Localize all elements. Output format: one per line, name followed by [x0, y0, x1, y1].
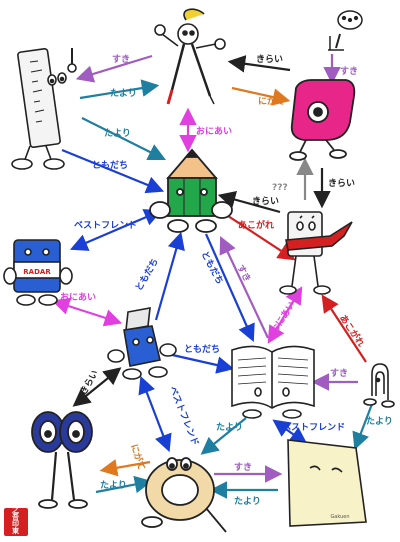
- label-akogare: あこがれ: [337, 312, 367, 349]
- arrow-ruler-pencil-tomodachi: [61, 148, 165, 194]
- arrow-cutter-tape-best: [138, 375, 172, 453]
- arrow-book-paper-best: [272, 419, 308, 445]
- cutter-character: [107, 307, 177, 380]
- paintbrush-character: [328, 10, 363, 51]
- label-tomodachi: ともだち: [184, 344, 220, 355]
- arrow-ruler-pencil-tayori: [81, 117, 166, 160]
- label-tomodachi: ともだち: [92, 160, 128, 171]
- label-tayori: たより: [110, 88, 137, 99]
- tape-character: [141, 457, 227, 533]
- stamp-text: 之吾印東: [11, 505, 21, 535]
- scissors-character: [31, 411, 93, 509]
- seal-stamp: 之吾印東: [4, 505, 28, 536]
- paper-character: Gakuen: [287, 439, 367, 527]
- label-oniai: おにあい: [60, 292, 96, 303]
- arrow-book-eraser-oniai: [267, 286, 303, 344]
- arrow-pencil-book-tomodachi: [204, 233, 255, 343]
- label-bestfriend: ベストフレンド: [167, 385, 201, 448]
- arrow-scissors-tape-tayori: [95, 475, 153, 494]
- label-tayori: たより: [100, 480, 127, 491]
- eraser-character: [279, 211, 353, 295]
- arrow-book-pencil-suki: [219, 236, 269, 339]
- arrow-pencil-eraser-akogare: [221, 211, 296, 261]
- eraser-brand-label: RADAR: [23, 268, 51, 276]
- arrow-ruler-compass-tayori: [79, 79, 160, 100]
- label-nigate: にがて: [128, 443, 148, 472]
- label-bestfriend: ベストフレンド: [282, 422, 345, 433]
- label-suki: すき: [340, 66, 358, 77]
- label-tayori: たより: [234, 496, 261, 507]
- label-tayori: たより: [104, 128, 131, 139]
- label-tayori: たより: [366, 416, 393, 427]
- label-suki: すき: [330, 368, 348, 379]
- label-kirai: きらい: [256, 54, 283, 65]
- label-akogare: あこがれ: [238, 219, 274, 231]
- label-bestfriend: ベストフレンド: [74, 220, 137, 231]
- arrow-cutter-book-tomodachi: [167, 352, 235, 374]
- arrow-compass-sharpener-nigate: [231, 86, 291, 106]
- arrow-book-tape-tayori: [200, 417, 247, 455]
- label-unknown: ???: [272, 183, 288, 193]
- arrow-tape-scissors-nigate: [99, 459, 151, 477]
- arrow-cutter-pencil-tomodachi: [154, 231, 185, 321]
- label-kirai: きらい: [328, 178, 355, 189]
- ruler-character: [11, 47, 77, 170]
- label-suki: すき: [112, 54, 130, 65]
- arrow-sharpener-compass-kirai: [227, 55, 291, 73]
- left-eraser-character: RADAR: [3, 239, 73, 306]
- arrow-scissors-cutter-kirai: [72, 367, 122, 407]
- paper-sign-text: Gakuen: [330, 514, 349, 520]
- label-oniai: おにあい: [196, 126, 232, 137]
- clip-character: [363, 363, 395, 408]
- arrow-clip-paper-tayori: [352, 403, 374, 451]
- arrow-leraser-cutter-oniai: [51, 297, 123, 327]
- arrows: [51, 54, 374, 499]
- arrow-eraser-pencil-kirai: [217, 191, 281, 214]
- label-nigate: にがて: [258, 95, 285, 107]
- book-character: [231, 345, 315, 419]
- sharpener-character: [289, 79, 356, 161]
- arrow-compass-ruler-suki: [75, 54, 153, 83]
- label-tayori: たより: [216, 422, 243, 433]
- arrow-clip-eraser-akogare: [321, 294, 367, 363]
- label-tomodachi: ともだち: [133, 256, 161, 293]
- label-suki: すき: [234, 462, 252, 473]
- label-kirai: きらい: [78, 368, 101, 397]
- label-oniai: おにあい: [269, 299, 297, 335]
- label-kirai: きらい: [252, 196, 279, 207]
- compass-character: [154, 8, 226, 105]
- arrow-leraser-pencil-best: [69, 209, 163, 251]
- pencil-character: [149, 148, 233, 233]
